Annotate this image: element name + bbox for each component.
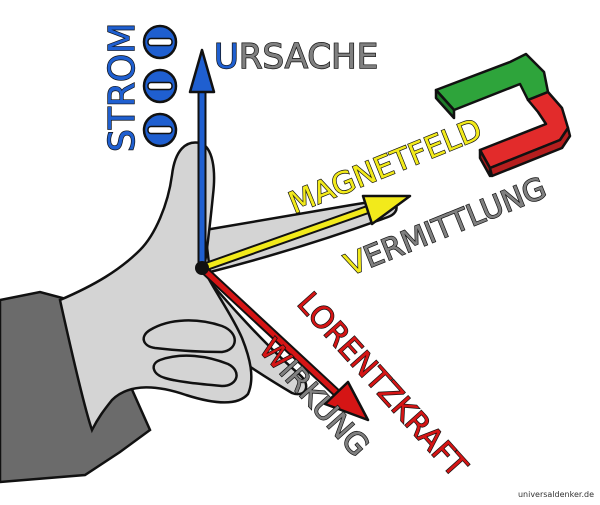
strom-label: STROM [102, 23, 143, 152]
electron-icons [142, 24, 178, 148]
field-arrow [197, 194, 412, 273]
ursache-label: URSACHE [214, 37, 378, 77]
ursache-rest: RSACHE [239, 37, 378, 77]
minus-circle-icon [142, 24, 178, 60]
minus-circle-icon [142, 68, 178, 104]
minus-circle-icon [142, 112, 178, 148]
force-arrow [197, 263, 370, 422]
credit-text: universaldenker.de [517, 490, 594, 499]
current-arrow [188, 48, 216, 273]
ursache-initial: U [214, 37, 239, 77]
sleeve [0, 290, 152, 484]
horseshoe-magnet-icon [434, 52, 572, 178]
curled-finger-2 [152, 354, 238, 388]
curled-finger [142, 319, 236, 354]
vermittlung-rest: ERMITTLUNG [359, 171, 552, 276]
origin-dot [195, 261, 209, 275]
